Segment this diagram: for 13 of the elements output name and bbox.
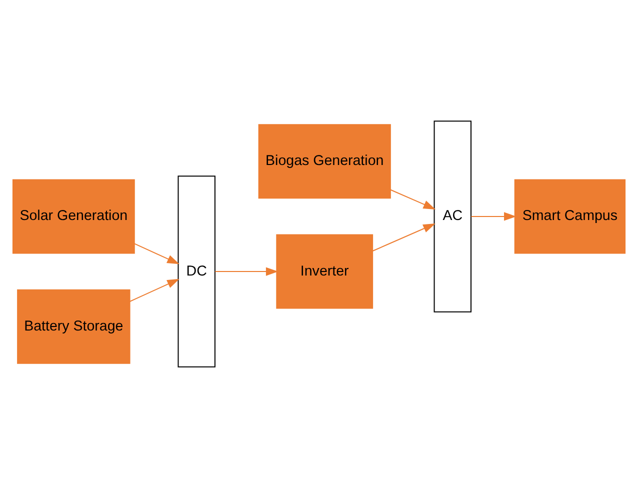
arrow: [372, 223, 436, 251]
node-box: Inverter: [276, 234, 374, 308]
node-box: Battery Storage: [17, 288, 130, 364]
arrow: [471, 212, 516, 220]
arrow: [134, 242, 180, 264]
arrow: [130, 278, 180, 302]
node-box: AC: [434, 120, 472, 312]
node-box: Smart Campus: [514, 178, 626, 254]
arrow: [390, 188, 436, 209]
node-box: DC: [178, 175, 216, 367]
arrow: [215, 266, 278, 276]
node-box: Solar Generation: [12, 178, 135, 254]
node-box: Biogas Generation: [258, 124, 391, 198]
